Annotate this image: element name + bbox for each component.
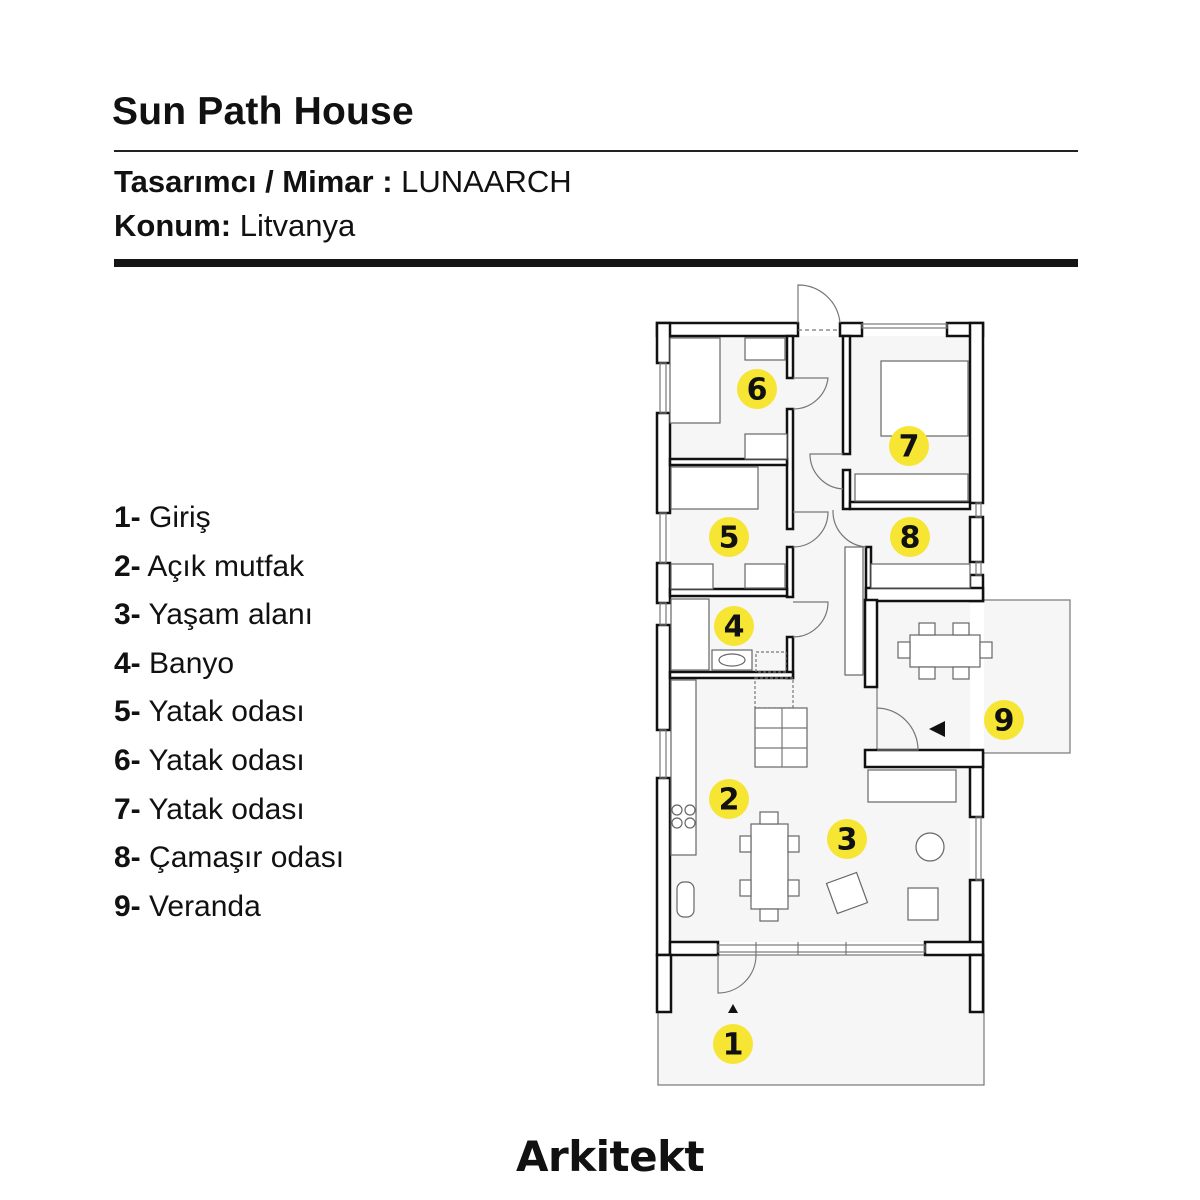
room-marker-3: 3: [827, 819, 867, 859]
entry-arrow-icon: [728, 1004, 738, 1013]
svg-text:1: 1: [723, 1028, 744, 1063]
legend-item: 6- Yatak odası: [114, 743, 305, 777]
room-marker-1: 1: [713, 1024, 753, 1064]
room-marker-9: 9: [984, 700, 1024, 740]
svg-text:6: 6: [747, 373, 768, 408]
svg-text:2: 2: [719, 783, 740, 818]
legend-item: 9- Veranda: [114, 889, 261, 923]
divider-thick: [114, 259, 1078, 267]
room-marker-5: 5: [709, 517, 749, 557]
room-marker-4: 4: [714, 606, 754, 646]
svg-text:3: 3: [837, 823, 858, 858]
walls: [655, 321, 985, 1014]
legend-item: 4- Banyo: [114, 646, 235, 680]
room-legend: 1- Giriş 2- Açık mutfak 3- Yaşam alanı 4…: [114, 498, 344, 935]
svg-text:9: 9: [994, 704, 1015, 739]
svg-text:8: 8: [900, 521, 921, 556]
doors[interactable]: [717, 284, 945, 1013]
room-marker-7: 7: [889, 426, 929, 466]
room-marker-8: 8: [890, 517, 930, 557]
location-label: Konum:: [114, 208, 232, 243]
svg-text:5: 5: [719, 521, 740, 556]
designer-line: Tasarımcı / Mimar : LUNAARCH: [114, 164, 572, 200]
designer-label: Tasarımcı / Mimar :: [114, 164, 393, 199]
room-markers: 1 2 3 4 5 6 7 8 9: [709, 369, 1024, 1064]
legend-item: 8- Çamaşır odası: [114, 841, 345, 875]
location-line: Konum: Litvanya: [114, 208, 355, 244]
legend-item: 5- Yatak odası: [114, 695, 305, 729]
legend-item: 2- Açık mutfak: [114, 549, 305, 583]
designer-value: LUNAARCH: [401, 164, 572, 199]
legend-item: 1- Giriş: [114, 501, 211, 534]
entry-arrow-icon: [929, 721, 945, 737]
room-marker-6: 6: [737, 369, 777, 409]
svg-text:4: 4: [724, 610, 745, 645]
windows: [659, 323, 982, 955]
entrance-porch: [657, 954, 985, 1086]
furniture: [669, 337, 993, 922]
legend-item: 7- Yatak odası: [114, 792, 305, 826]
divider: [114, 150, 1078, 152]
location-value: Litvanya: [239, 208, 356, 243]
arkitekt-logo: Arkitekt: [516, 1132, 705, 1181]
svg-text:7: 7: [899, 430, 920, 465]
page-title: Sun Path House: [112, 90, 414, 133]
room-marker-2: 2: [709, 779, 749, 819]
legend-item: 3- Yaşam alanı: [114, 598, 314, 632]
